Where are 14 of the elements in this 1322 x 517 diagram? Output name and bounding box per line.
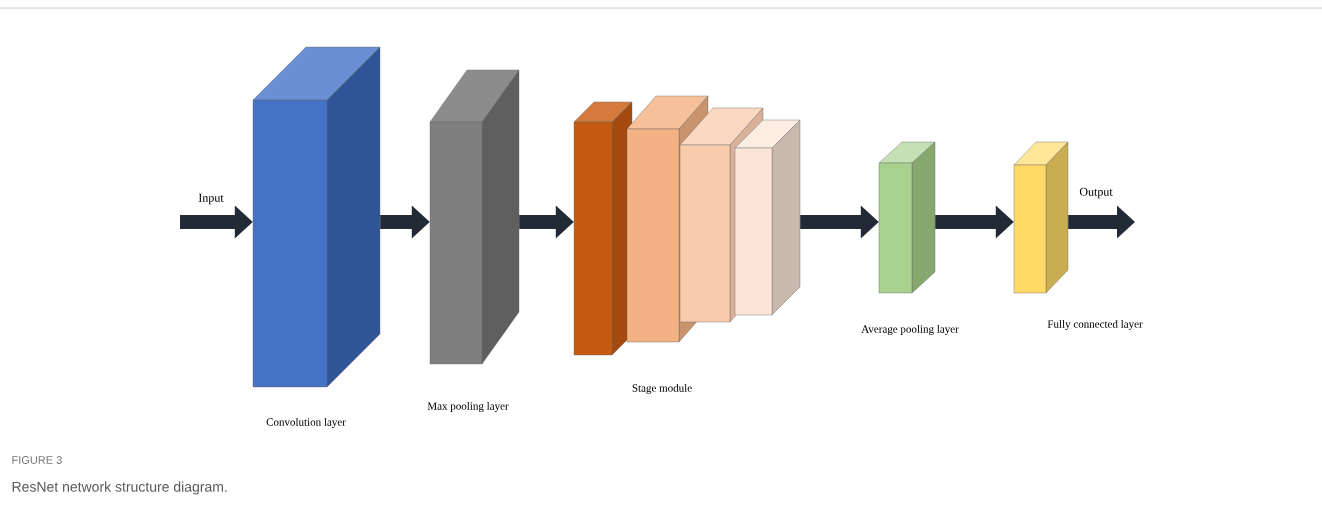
layer-label: Fully connected layer — [1047, 320, 1143, 330]
edge-label: Input — [197, 192, 225, 206]
box-layer-drawing — [1013, 141, 1069, 294]
layer-label: Convolution layer — [266, 418, 346, 428]
layer-label: Max pooling layer — [427, 402, 509, 412]
caption: ResNet network structure diagram. — [12, 481, 227, 495]
box-layer-drawing — [252, 46, 381, 388]
box-layer-drawing — [429, 69, 520, 365]
box-layer-drawing — [878, 141, 936, 294]
layer-label: Stage module — [632, 384, 692, 394]
edge-label: Output — [1078, 186, 1114, 200]
figure-number: FIGURE 3 — [12, 456, 62, 464]
layer-label: Average pooling layer — [861, 325, 959, 335]
box-layer-drawing — [573, 95, 801, 356]
